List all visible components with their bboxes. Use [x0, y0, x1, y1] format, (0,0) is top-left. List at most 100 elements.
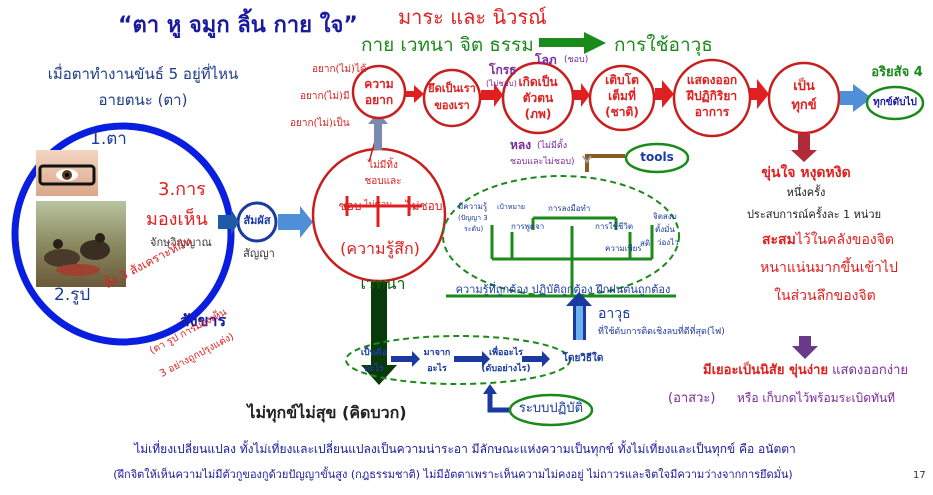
accumulate-rest: ไว้ในคลังของจิต: [795, 232, 895, 248]
question-line2: อายตนะ (ตา): [98, 91, 188, 109]
tools-label: tools: [640, 150, 674, 164]
desire-2: อยาก(ไม่)มี: [300, 91, 350, 102]
craving-label-1: ความ: [364, 77, 394, 91]
arrow-suffering-down: [791, 134, 817, 162]
question-line1: เมื่อตาทำงานขันธ์ 5 อยู่ที่ไหน: [47, 65, 239, 83]
arrow-becoming-birth: [573, 83, 590, 107]
practice-item-2-line1: มาจาก: [423, 348, 451, 358]
arrow-suffering-ariya: [840, 84, 872, 112]
form-photo: [36, 201, 126, 287]
practice-item-3-line2: (ดับอย่างไร): [481, 364, 531, 374]
form-label: 2.รูป: [54, 285, 91, 305]
express-label-3: อาการ: [694, 105, 730, 119]
practice-arrows: [391, 351, 550, 367]
tools-connector: [585, 154, 625, 172]
delusion-sub-1: (ไม่มีตั้ง: [537, 141, 568, 151]
anger-sub: (ไม่ชอบ): [486, 79, 517, 88]
arrow-purple-down: [792, 336, 818, 359]
ariya-bubble: [865, 85, 925, 121]
birth-label-1: เติบโต: [605, 73, 639, 87]
dislike-label: ไม่ชอบ: [405, 199, 443, 213]
experience-label: ประสบการณ์ครั้งละ 1 หน่วย: [746, 208, 882, 221]
asava-label: (อาสวะ): [668, 391, 716, 406]
arrow-feeling-to-craving: [368, 112, 388, 150]
becoming-label-1: เกิดเป็น: [518, 75, 558, 89]
weapon-note: ที่ใช้ดับการติดเชิงลบที่ดีที่สุด(ไฟ): [598, 327, 725, 337]
not-reject-line1: ไม่มีทิ้ง: [368, 160, 398, 171]
tree-leaf-goal: เป้าหมาย: [497, 203, 526, 211]
practice-ellipse: [345, 335, 571, 385]
denser-label: หนาแน่นมากขึ้นเข้าไป: [760, 260, 898, 276]
system-bubble: [508, 393, 594, 427]
footer-line-1: ไม่เที่ยงเปลี่ยนแปลง ทั้งไม่เที่ยงและเปล…: [134, 442, 796, 456]
tree-leaf-effort: ความเพียร: [605, 244, 642, 253]
delusion-label: หลง: [510, 138, 532, 152]
anger-label: โกรธ: [489, 63, 517, 77]
habit-rest: แสดงออกง่าย: [832, 363, 909, 378]
weapon-tree-branches: [446, 216, 676, 298]
express-label-2: ฝึปฏิกิริยา: [686, 89, 738, 103]
arrow-feeling-down: [361, 282, 397, 385]
clinging-circle: [422, 68, 482, 128]
use-weapon-label: การใช้อาวุธ: [614, 34, 713, 56]
consciousness-label: จักษุวิญญาณ: [150, 236, 212, 249]
clinging-label-1: ยึดเป็นเรา: [428, 82, 476, 95]
tree-trunk-caption: ความรู้ที่ถูกต้อง ปฏิบัติถูกต้อง ฝึกฝนตน…: [455, 283, 671, 296]
top-green-label: กาย เวทนา จิต ธรรม: [361, 34, 534, 56]
express-label-1: แสดงออก: [686, 73, 738, 87]
delusion-sub-2: ชอบและไม่ชอบ): [510, 157, 575, 167]
birth-label-3: (ชาติ): [605, 105, 639, 119]
once-label: หนึ่งครั้ง: [786, 186, 826, 199]
system-connector: [487, 388, 510, 413]
tree-leaf-knowledge: มีความรู้: [458, 202, 488, 211]
sankhara-label: สังขาร: [180, 311, 227, 330]
neutral-label: ไม่ชอบ: [364, 200, 392, 210]
eye-photo: [36, 150, 98, 196]
eye-label: 1.ตา: [90, 129, 127, 149]
outcome-label: ไม่ทุกข์ไม่สุข (คิดบวก): [247, 403, 407, 422]
weapon-tree-ellipse: [442, 175, 680, 297]
seeing-line2: มองเห็น: [146, 209, 208, 230]
arrow-birth-express: [655, 80, 674, 108]
title-quote: “ตา หู จมูก ลิ้น กาย ใจ”: [118, 13, 358, 38]
vedana-label: เวทนา: [360, 274, 406, 293]
practice-item-1-line2: อะไร: [364, 364, 384, 374]
birth-label-2: เต็มที่: [608, 89, 636, 103]
or-store-label: หรือ เก็บกดไว้พร้อมระเบิดทันที: [737, 391, 896, 405]
accumulate-line: สะสมไว้ในคลังของจิต: [761, 232, 895, 248]
ariya-bubble-label: ทุกข์ดับไป: [873, 97, 917, 108]
birth-circle: [588, 64, 656, 132]
habit-bold: มีเยอะเป็นนิสัย ขุ่นง่าย: [703, 363, 829, 378]
tree-leaf-agile: ว่องไว: [657, 238, 679, 247]
greed-sub: (ชอบ): [564, 55, 589, 65]
practice-item-3-line1: เพื่ออะไร: [488, 348, 524, 358]
like-label: ชอบ: [338, 199, 362, 213]
arrow-header-green: [584, 32, 606, 54]
suffering-circle: [767, 61, 841, 135]
tree-leaf-wisdom: (ปัญญา 3: [458, 214, 488, 222]
tree-leaf-life: การใช้ชีวิต: [595, 222, 634, 231]
tree-leaf-mindfulness: สติ: [640, 239, 651, 248]
greed-label: โลภ: [535, 53, 557, 67]
practice-item-1-line1: เป็นคือ: [360, 348, 388, 358]
accumulate-bold: สะสม: [761, 232, 796, 248]
practice-item-2-line2: อะไร: [427, 364, 447, 374]
tree-leaf-calm: จิตสงบ: [653, 212, 677, 221]
tree-leaf-level: ระดับ): [464, 225, 484, 233]
ariya-label: อริยสัจ 4: [871, 65, 923, 80]
craving-label-2: อยาก: [364, 93, 394, 107]
becoming-label-2: ตัวตน: [522, 91, 554, 105]
page-number: 17: [913, 470, 926, 481]
suffering-label-2: ทุกข์: [791, 98, 817, 113]
desire-1: อยาก(ไม่)ได้: [312, 64, 367, 75]
practice-item-4: โดยวิธีใด: [562, 353, 604, 364]
not-reject-line2: ชอบและ: [364, 176, 402, 187]
clinging-label-2: ของเรา: [434, 99, 470, 112]
contact-label: สัมผัส: [243, 214, 271, 227]
habit-line: มีเยอะเป็นนิสัย ขุ่นง่าย แสดงออกง่าย: [703, 363, 909, 378]
tools-bubble: [624, 142, 690, 174]
arrow-contact-to-feeling: [278, 206, 313, 238]
arrow-ring-to-contact: [218, 209, 239, 235]
top-red-label: มาระ และ นิวรณ์: [398, 5, 547, 29]
